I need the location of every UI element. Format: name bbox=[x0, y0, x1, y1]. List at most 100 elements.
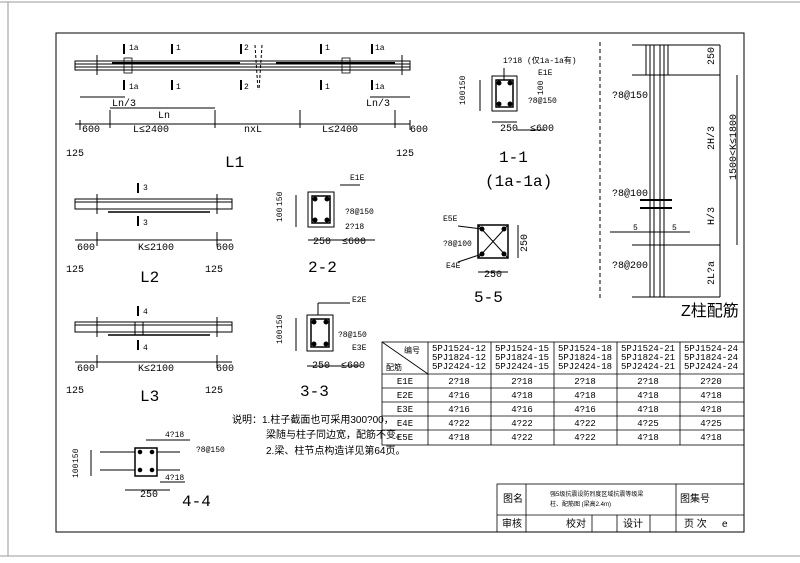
table-col-1-code-1: 5PJ1524-12 bbox=[432, 344, 486, 354]
table-row-label-5: E5E bbox=[397, 433, 413, 443]
section-2-2-drawing bbox=[295, 184, 375, 241]
table-cell-r1-c1: 2?18 bbox=[448, 377, 470, 387]
l1-mark-1a-bot-r: 1a bbox=[375, 83, 385, 92]
table-cell-r2-c4: 4?18 bbox=[637, 391, 659, 401]
s5-e5: E5E bbox=[443, 215, 458, 224]
note-line-1: 说明：1.柱子截面也可采用300?00， bbox=[232, 413, 394, 426]
l1-span-right: L≤2400 bbox=[322, 125, 358, 136]
l1-mark-2-bot: 2 bbox=[244, 83, 249, 92]
s1-h-150: 150 bbox=[459, 75, 468, 90]
col-dim-bottom: 2L?a bbox=[707, 261, 718, 285]
table-cell-r4-c5: 4?25 bbox=[700, 419, 722, 429]
column-z-elevation bbox=[599, 42, 738, 300]
section-1-1-title: 1-1 bbox=[499, 149, 528, 167]
s2-w-600: ≤600 bbox=[342, 237, 366, 248]
s1-stirrup: ?8@150 bbox=[528, 97, 557, 106]
l3-span: K≤2100 bbox=[138, 364, 174, 375]
s2-e1: E1E bbox=[350, 174, 365, 183]
table-cell-r3-c1: 4?16 bbox=[448, 405, 470, 415]
l1-mark-2-top: 2 bbox=[244, 44, 249, 53]
table-col-2-code-1: 5PJ1524-15 bbox=[495, 344, 549, 354]
l2-dim-125-right: 125 bbox=[205, 265, 223, 276]
l1-mark-1-top-l: 1 bbox=[176, 44, 181, 53]
s1-w-250: 250 bbox=[500, 124, 518, 135]
title-block-grid bbox=[496, 483, 745, 533]
table-col-3-code-1: 5PJ1524-18 bbox=[558, 344, 612, 354]
table-cell-r4-c4: 4?25 bbox=[637, 419, 659, 429]
section-3-3-title: 3-3 bbox=[300, 383, 329, 401]
s2-w-250: 250 bbox=[313, 237, 331, 248]
s4-top: 4?18 bbox=[165, 431, 184, 440]
table-cell-r4-c1: 4?22 bbox=[448, 419, 470, 429]
l2-dim-600-right: 600 bbox=[216, 243, 234, 254]
section-1-1-drawing bbox=[479, 68, 545, 131]
table-col-2-code-2: 5PJ1824-15 bbox=[495, 353, 549, 363]
col-mark-5-left: 5 bbox=[633, 224, 638, 233]
l1-ln: Ln bbox=[158, 111, 170, 122]
s5-w-250: 250 bbox=[484, 270, 502, 281]
s4-h-100: 100 bbox=[72, 463, 81, 478]
beam-l1-elevation bbox=[74, 44, 411, 130]
section-3-3-drawing bbox=[295, 302, 360, 367]
table-col-4-code-3: 5PJ2424-21 bbox=[621, 362, 675, 372]
l1-span-mid: nxL bbox=[244, 125, 262, 136]
table-cell-r2-c2: 4?18 bbox=[511, 391, 533, 401]
title-label-review: 审核 bbox=[502, 517, 522, 530]
table-col-1-code-3: 5PJ2424-12 bbox=[432, 362, 486, 372]
table-cell-r3-c4: 4?18 bbox=[637, 405, 659, 415]
s3-h-150: 150 bbox=[276, 314, 285, 329]
table-row-label-4: E4E bbox=[397, 419, 413, 429]
l2-mark-3-bot: 3 bbox=[143, 219, 148, 228]
table-cell-r5-c4: 4?18 bbox=[637, 433, 659, 443]
l1-dim-600-right: 600 bbox=[410, 125, 428, 136]
drawing-border bbox=[55, 32, 745, 533]
s4-stirrup: ?8@150 bbox=[196, 446, 225, 455]
table-cell-r2-c5: 4?18 bbox=[700, 391, 722, 401]
table-col-1-code-2: 5PJ1824-12 bbox=[432, 353, 486, 363]
s2-bottom: 2?18 bbox=[345, 223, 364, 232]
s2-h-150: 150 bbox=[276, 191, 285, 206]
beam-l2-elevation bbox=[74, 183, 233, 246]
col-stirrup-100: ?8@100 bbox=[612, 188, 648, 200]
l1-mark-1-bot-l: 1 bbox=[176, 83, 181, 92]
s5-h-250: 250 bbox=[520, 234, 531, 252]
table-cell-r1-c3: 2?18 bbox=[574, 377, 596, 387]
l1-mark-1a-top-r: 1a bbox=[375, 44, 385, 53]
l1-mark-1a-top-l: 1a bbox=[129, 44, 139, 53]
table-col-4-code-2: 5PJ1824-21 bbox=[621, 353, 675, 363]
l2-mark-3-top: 3 bbox=[143, 184, 148, 193]
s1-h-100: 100 bbox=[459, 90, 468, 105]
column-z-title: Z柱配筋 bbox=[681, 302, 739, 320]
table-cell-r3-c2: 4?16 bbox=[511, 405, 533, 415]
l3-dim-125-right: 125 bbox=[205, 386, 223, 397]
col-dim-range: 1500<K≤1800 bbox=[729, 114, 740, 180]
s5-e4: E4E bbox=[446, 262, 461, 271]
section-4-4-drawing bbox=[90, 439, 190, 491]
note-line-2: 梁随与柱子同边宽，配筋不变。 bbox=[266, 428, 406, 441]
l1-dim-600-left: 600 bbox=[82, 125, 100, 136]
table-cell-r1-c4: 2?18 bbox=[637, 377, 659, 387]
l1-ln-left: Ln/3 bbox=[112, 98, 136, 110]
title-page-value: e bbox=[722, 519, 728, 530]
l3-mark-4-bot: 4 bbox=[143, 344, 148, 353]
table-col-4-code-1: 5PJ1524-21 bbox=[621, 344, 675, 354]
l3-mark-4-top: 4 bbox=[143, 308, 148, 317]
l2-dim-600-left: 600 bbox=[77, 243, 95, 254]
l3-dim-125-left: 125 bbox=[66, 386, 84, 397]
s3-e2: E2E bbox=[352, 296, 367, 305]
table-cell-r4-c3: 4?22 bbox=[574, 419, 596, 429]
beam-l1-title: L1 bbox=[225, 154, 244, 172]
table-cell-r5-c1: 4?18 bbox=[448, 433, 470, 443]
title-label-figno: 图集号 bbox=[680, 492, 710, 505]
table-row-label-3: E3E bbox=[397, 405, 413, 415]
table-cell-r5-c5: 4?18 bbox=[700, 433, 722, 443]
beam-l3-elevation bbox=[74, 306, 233, 368]
l3-dim-600-right: 600 bbox=[216, 364, 234, 375]
title-drawing-name-2: 柱、配筋图 (梁高2.4m) bbox=[550, 500, 611, 508]
l1-span-left: L≤2400 bbox=[133, 125, 169, 136]
l1-mark-1a-bot-l: 1a bbox=[129, 83, 139, 92]
l1-mark-1-bot-r: 1 bbox=[325, 83, 330, 92]
table-col-3-code-3: 5PJ2424-18 bbox=[558, 362, 612, 372]
